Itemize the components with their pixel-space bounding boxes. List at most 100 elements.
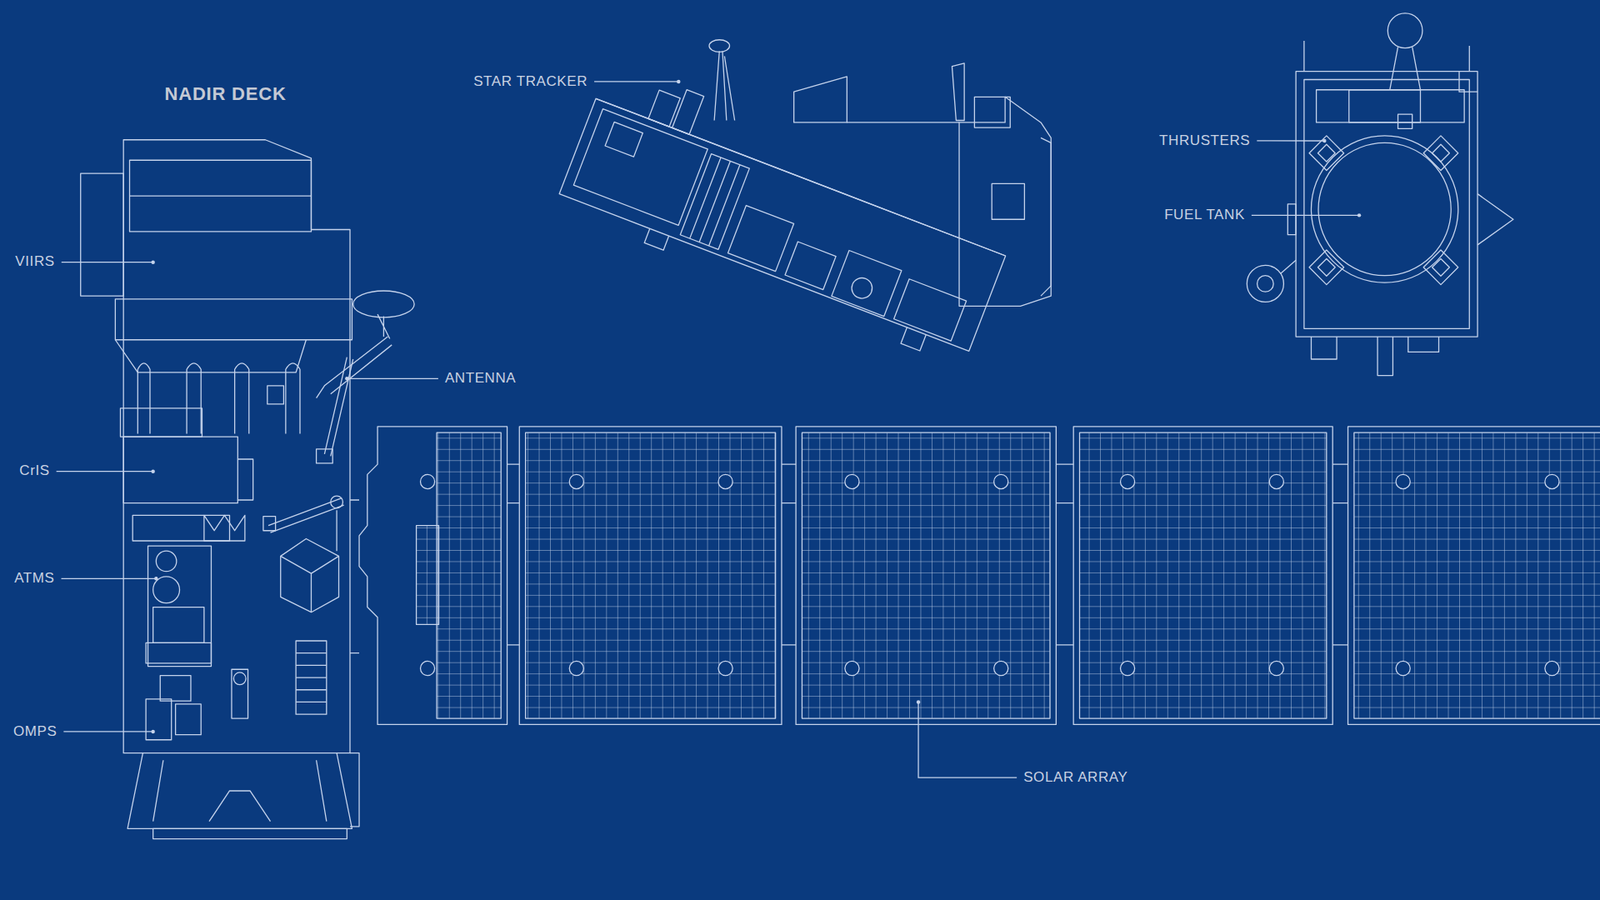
nadir-deck-view-part	[130, 195, 312, 196]
side-view-part	[974, 96, 1010, 128]
end-view-part	[1349, 90, 1421, 123]
part-label: ATMS	[14, 570, 55, 587]
nadir-deck-view-part	[235, 363, 250, 434]
nadir-deck-view-part	[127, 753, 352, 830]
solar-array-part-part	[1545, 660, 1560, 675]
nadir-deck-view-part	[316, 449, 334, 464]
solar-array-part	[1073, 426, 1333, 725]
solar-array-part-part	[994, 660, 1009, 675]
end-view-part-part	[1423, 135, 1459, 171]
nadir-deck-view-part	[204, 515, 245, 541]
solar-array-part-part	[569, 474, 584, 489]
end-view-part	[1398, 114, 1413, 129]
part-label: FUEL TANK	[1164, 207, 1245, 224]
end-view-part-part	[1309, 250, 1345, 285]
leader-dot	[916, 700, 920, 704]
solar-array-part	[350, 500, 360, 654]
end-view-part-part	[1432, 258, 1450, 276]
solar-array-part	[420, 474, 435, 489]
solar-array-part-part	[1120, 474, 1135, 489]
leader-dot	[345, 376, 349, 380]
solar-array-part	[416, 525, 440, 625]
side-view-part	[714, 50, 735, 120]
nadir-deck-view-part	[285, 363, 300, 434]
nadir-deck-view-part	[324, 357, 353, 457]
nadir-deck-view-part	[80, 173, 124, 296]
leader-line	[63, 730, 153, 732]
nadir-deck-view-part	[186, 363, 201, 434]
leader-dot	[150, 730, 155, 734]
solar-array-part	[420, 660, 435, 675]
end-view-part	[1387, 13, 1423, 49]
nadir-deck-view-part	[153, 607, 205, 644]
solar-array-part	[436, 432, 501, 719]
solar-array-part-part	[845, 660, 860, 675]
nadir-deck-view-part	[233, 672, 246, 685]
nadir-deck-view-part	[377, 314, 390, 339]
nadir-deck-view-part	[148, 545, 212, 666]
solar-array-part-part	[569, 660, 584, 675]
end-view-part	[1295, 71, 1478, 337]
nadir-deck-view-part	[153, 828, 348, 839]
part-label: SOLAR ARRAY	[1023, 770, 1128, 786]
side-view-part-part	[605, 121, 643, 157]
side-view-part-part	[727, 205, 794, 272]
end-view-part	[1287, 204, 1296, 235]
solar-array	[350, 426, 1600, 725]
end-view-part	[1390, 46, 1421, 90]
side-view-part-part	[849, 275, 876, 302]
side-view-part-part	[894, 279, 967, 341]
solar-array-part-part	[801, 432, 1050, 719]
end-view-part-part	[1432, 144, 1450, 162]
side-view-part	[991, 183, 1025, 220]
end-view-part	[1423, 135, 1459, 171]
nadir-deck-view-part	[132, 515, 230, 541]
solar-array-part-part	[1269, 474, 1284, 489]
side-view-part-part	[573, 109, 708, 226]
leader-line	[61, 578, 157, 580]
nadir-deck-view-part	[160, 675, 191, 702]
end-view-part	[1310, 135, 1458, 283]
nadir-deck-view-part	[153, 576, 180, 604]
leader-line	[56, 470, 154, 472]
part-label: THRUSTERS	[1159, 133, 1250, 150]
part-label: ANTENNA	[445, 370, 516, 387]
end-view-part	[1309, 250, 1345, 285]
nadir-deck-view-part	[280, 539, 340, 613]
nadir-deck-view-part	[123, 140, 350, 754]
nadir-deck-view-part	[350, 753, 360, 827]
nadir-deck-view	[80, 140, 415, 840]
part-label: STAR TRACKER	[473, 74, 588, 90]
leader-dot	[150, 470, 155, 474]
side-view-part	[951, 63, 965, 121]
nadir-deck-view-part	[267, 385, 285, 405]
side-view-part	[846, 121, 960, 123]
solar-array-part-part	[1269, 660, 1284, 675]
nadir-deck-view-part	[316, 336, 393, 398]
nadir-deck-view-part	[237, 459, 253, 500]
nadir-deck-view-part	[268, 498, 345, 534]
solar-array-part-part	[519, 426, 782, 725]
nadir-deck-view-part	[130, 160, 312, 232]
end-view	[1246, 13, 1514, 376]
nadir-deck-view-part	[263, 516, 276, 531]
end-view-part	[1477, 194, 1514, 245]
leader-line	[918, 701, 1017, 778]
leader-line	[1256, 140, 1325, 141]
end-view-part	[1304, 40, 1478, 92]
side-view-part	[794, 76, 848, 123]
end-view-part	[1423, 250, 1459, 285]
solar-array-part-part	[795, 426, 1056, 725]
end-view-part-part	[1423, 250, 1459, 285]
solar-array-part-part	[1545, 474, 1560, 489]
nadir-deck-view-part	[175, 704, 202, 735]
nadir-deck-view-part	[145, 642, 211, 663]
leader-dot	[150, 260, 155, 264]
nadir-deck-view-part	[115, 340, 306, 373]
solar-array-part-part	[1080, 432, 1327, 719]
solar-array-part-part	[1073, 426, 1333, 725]
nadir-deck-view-part	[123, 436, 238, 504]
side-view-part-part	[785, 241, 836, 290]
leader-dot	[676, 80, 680, 84]
